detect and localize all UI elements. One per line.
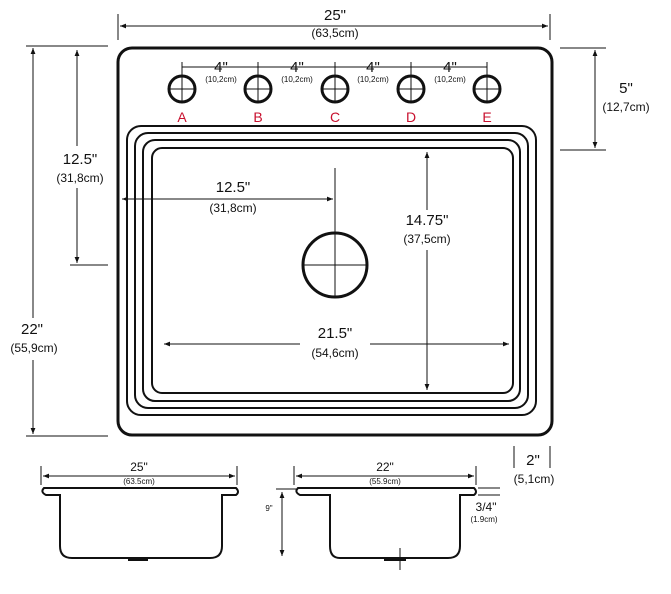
bowl-width-in: 21.5" [318,325,353,342]
faucet-hole-d [396,74,426,104]
hole-label-b: B [253,109,262,125]
spacing-ab-in: 4" [214,59,228,76]
bowl-step-2 [142,139,521,402]
faucet-hole-b [243,74,273,104]
drain-from-side-in: 12.5" [216,179,251,196]
drain-from-top-in: 12.5" [63,151,98,168]
bowl-inner [151,147,514,394]
bowl-step-1 [134,132,529,409]
spacing-bc-cm: (10,2cm) [281,75,313,84]
spacing-de-in: 4" [443,59,457,76]
bowl-outer-rim [126,125,537,416]
spacing-cd-cm: (10,2cm) [357,75,389,84]
hole-spacing-dimensions [181,62,488,76]
side-right-rim-in: 3/4" [476,500,497,514]
rim-height-in: 2" [526,452,540,469]
side-right-width-in: 22" [376,460,394,474]
overall-depth-cm: (55,9cm) [10,341,57,355]
side-left-width-in: 25" [130,460,148,474]
side-right-width-cm: (55.9cm) [369,477,401,486]
faucet-hole-c [320,74,350,104]
deck-depth-dimension [560,47,606,151]
spacing-bc-in: 4" [290,59,304,76]
bowl-depth-cm: (37,5cm) [403,232,450,246]
spacing-de-cm: (10,2cm) [434,75,466,84]
side-view-left [40,466,239,561]
overall-depth-dimension [26,45,108,437]
drain-from-side-cm: (31,8cm) [209,201,256,215]
overall-width-cm: (63,5cm) [311,26,358,40]
hole-label-d: D [406,109,416,125]
hole-label-a: A [177,109,187,125]
drain-stub-left [128,558,148,561]
side-right-rim-cm: (1.9cm) [470,515,497,524]
rim-height-cm: (5,1cm) [514,472,555,486]
rim-height-dimension [513,446,551,468]
side-right-depth-in: 9" [265,504,272,513]
faucet-hole-a [167,74,197,104]
bowl-depth-in: 14.75" [406,212,449,229]
drain-from-top-cm: (31,8cm) [56,171,103,185]
faucet-hole-e [472,74,502,104]
spacing-ab-cm: (10,2cm) [205,75,237,84]
side-profile-left [41,487,239,559]
overall-width-dimension [117,14,551,40]
side-profile-right [295,487,477,559]
deck-depth-cm: (12,7cm) [602,100,649,114]
side-view-right [276,466,500,570]
deck-depth-in: 5" [619,80,633,97]
hole-label-e: E [482,109,491,125]
hole-label-c: C [330,109,340,125]
spacing-cd-in: 4" [366,59,380,76]
overall-width-in: 25" [324,7,346,24]
bowl-width-cm: (54,6cm) [311,346,358,360]
drain [301,168,369,299]
top-view: A B C D E 4" (10,2cm) 4" (10,2cm) 4" (10… [4,7,661,486]
drain-stub-right [384,558,406,561]
overall-depth-in: 22" [21,321,43,338]
side-left-width-cm: (63.5cm) [123,477,155,486]
